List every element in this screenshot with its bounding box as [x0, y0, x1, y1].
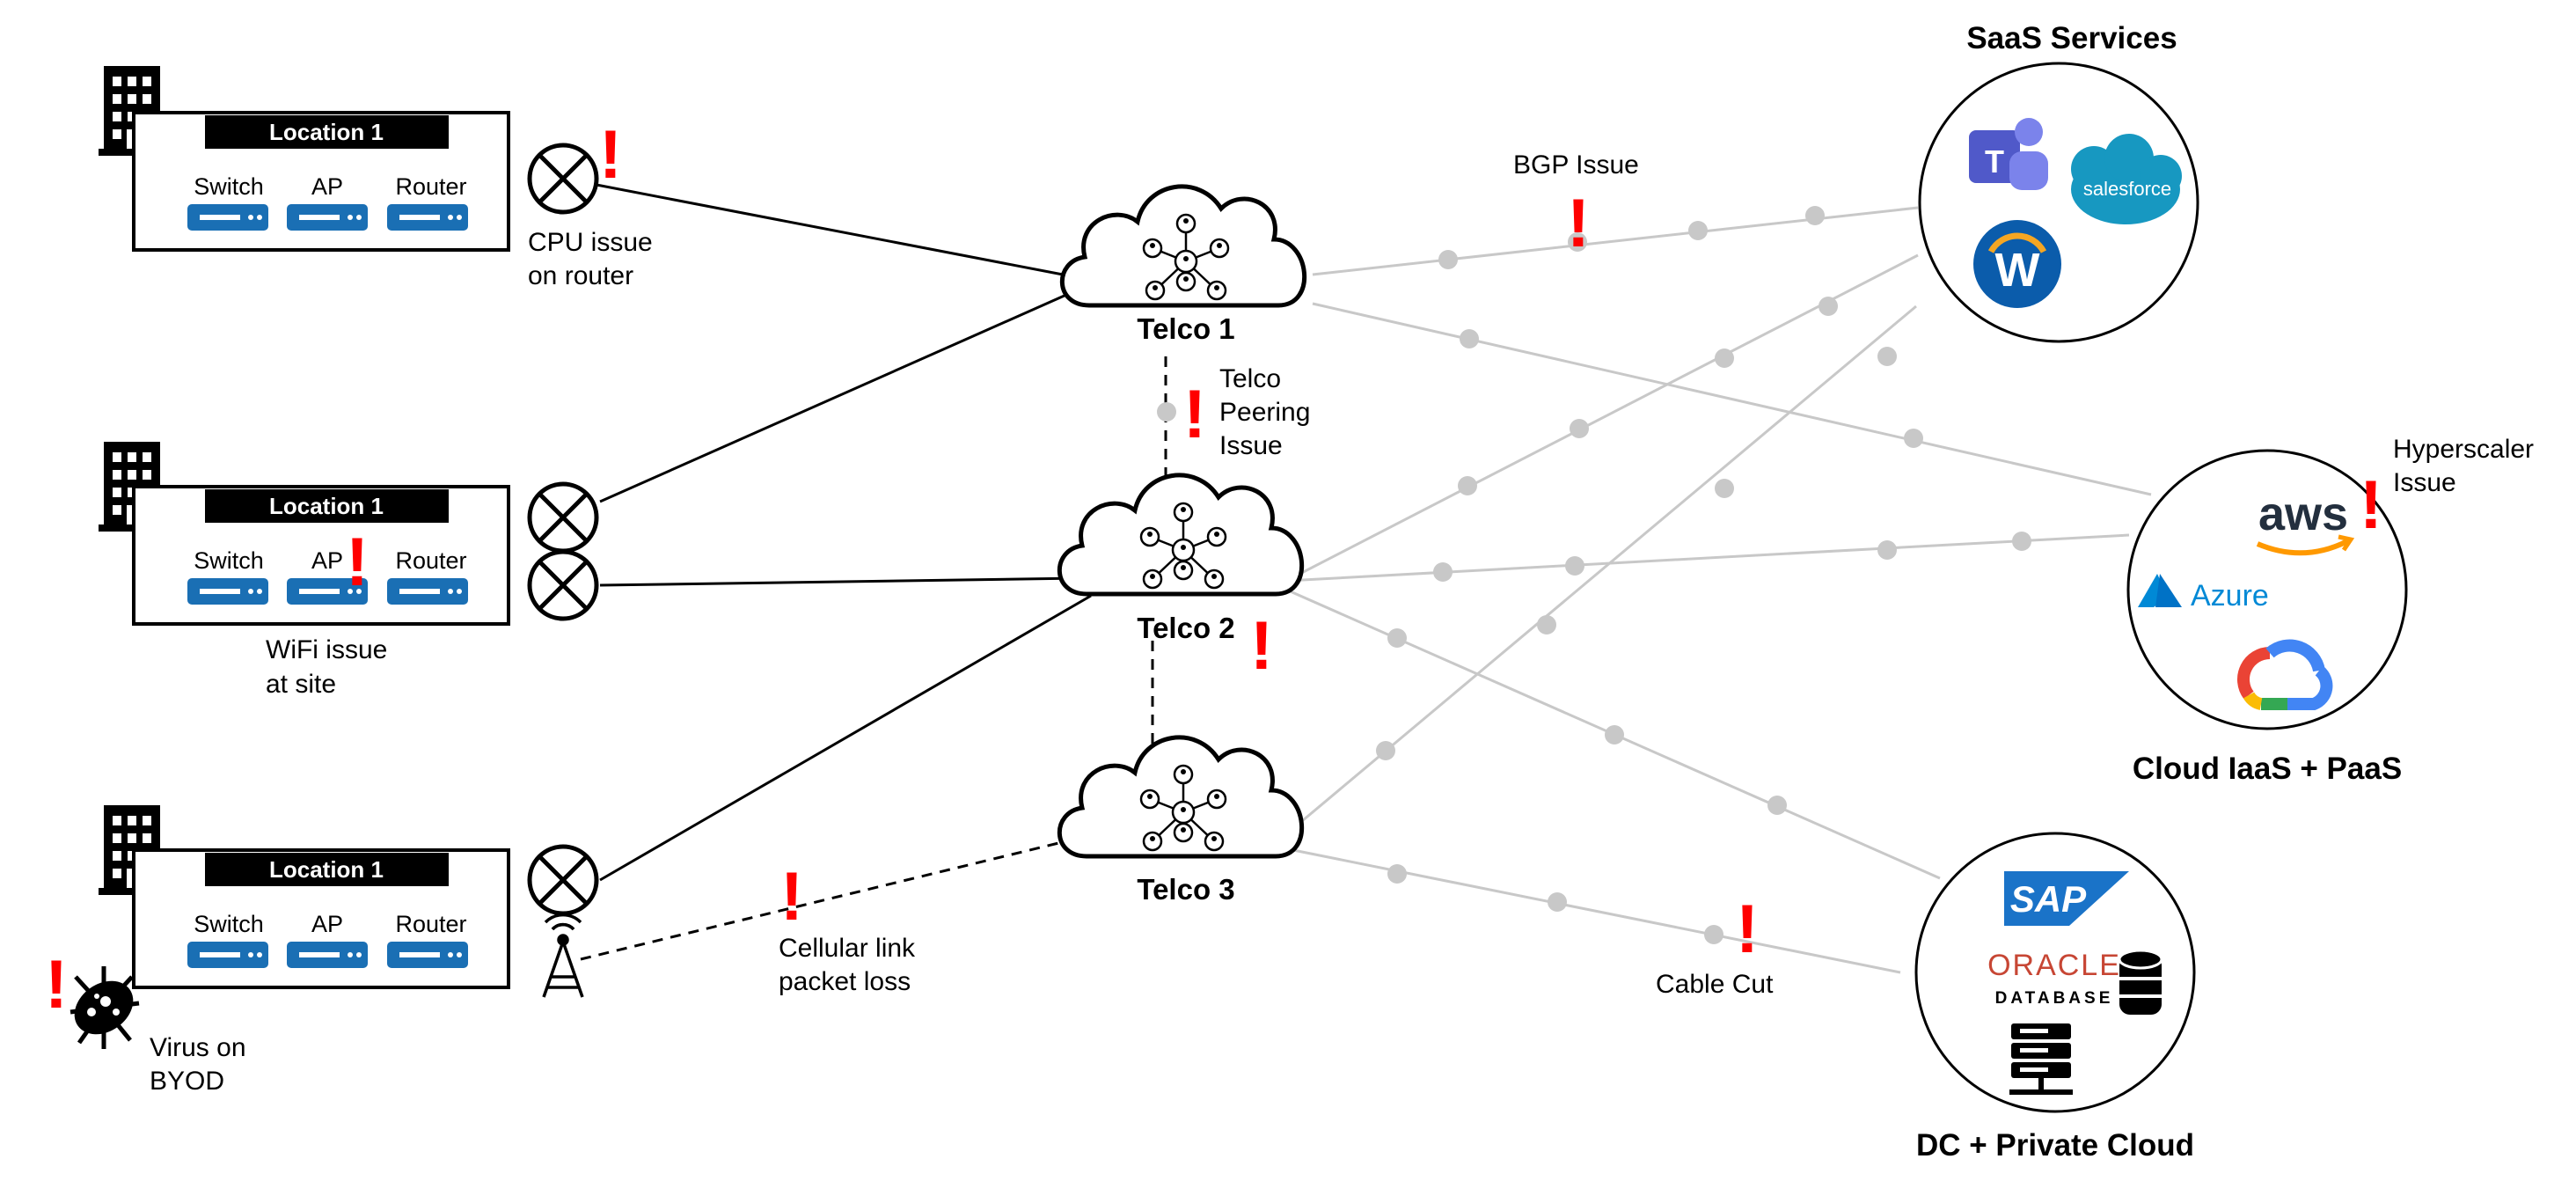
telco-label: Telco 1: [1137, 312, 1234, 345]
site-3: Location 1 Switch AP Router: [99, 805, 510, 989]
virus-icon: [70, 966, 140, 1049]
link-site1-telco1: [596, 183, 1064, 276]
server-rack-icon: [2009, 1023, 2073, 1095]
telco-cloud-icon: [1059, 737, 1301, 856]
svg-text:ORACLE: ORACLE: [1987, 949, 2121, 982]
aws-logo: aws: [2256, 488, 2355, 556]
location-title-bar: [205, 489, 449, 523]
alert-icon: !: [1567, 184, 1590, 261]
telco-label: Telco 3: [1137, 873, 1234, 906]
workday-logo: W: [1973, 220, 2061, 308]
location-title-bar: [205, 853, 449, 886]
svg-text:Azure: Azure: [2191, 579, 2269, 613]
alert-icon: !: [2360, 466, 2382, 543]
wan-port-icon: [530, 145, 596, 212]
dc-title: DC + Private Cloud: [1916, 1128, 2194, 1163]
hyperscaler-issue-label-2: Issue: [2393, 468, 2456, 497]
wifi-issue-label-2: at site: [266, 670, 336, 699]
dc-circle: [1914, 832, 2196, 1113]
bgp-issue-label: BGP Issue: [1513, 150, 1639, 180]
cpu-issue-label-2: on router: [528, 261, 633, 290]
link-dots: [1157, 206, 2031, 944]
wifi-issue-label: WiFi issue: [266, 635, 387, 664]
alert-icon: !: [1183, 375, 1206, 452]
teams-icon: T: [1969, 118, 2048, 190]
oracle-database-logo: ORACLE DATABASE: [1987, 949, 2121, 1008]
ap-label: AP: [311, 547, 343, 574]
cpu-issue-label: CPU issue: [528, 228, 653, 257]
location-title-bar: [205, 115, 449, 149]
switch-label: Switch: [194, 911, 264, 937]
link-site1-telco1-b: [599, 293, 1067, 503]
router-label: Router: [395, 547, 466, 574]
switch-icon: [187, 578, 268, 605]
wan-port-icon: [530, 552, 596, 619]
cell-tower-icon: [542, 913, 584, 998]
telco-cloud-icon: [1062, 187, 1304, 305]
hyperscaler-issue-label: Hyperscaler: [2393, 435, 2534, 464]
cellular-issue-label: Cellular link: [779, 934, 916, 963]
link-site3-telco2: [599, 594, 1092, 882]
switch-label: Switch: [194, 547, 264, 574]
wan-port-icon: [530, 484, 596, 551]
alert-icon: !: [780, 857, 803, 935]
svg-text:aws: aws: [2258, 488, 2348, 540]
svg-text:W: W: [1995, 244, 2040, 297]
alert-icon: !: [599, 115, 622, 193]
ap-icon: [287, 204, 368, 231]
peering-issue-label-3: Issue: [1219, 431, 1283, 460]
site-1: Location 1 Switch AP Router: [99, 66, 510, 252]
svg-text:salesforce: salesforce: [2083, 178, 2171, 200]
database-icon: [2118, 949, 2163, 1015]
cellular-issue-label-2: packet loss: [779, 967, 911, 996]
azure-logo: Azure: [2138, 574, 2269, 613]
ap-label: AP: [311, 173, 343, 200]
link-site2-telco2: [599, 576, 1081, 587]
location-title: Location 1: [269, 856, 384, 883]
alert-icon: !: [45, 945, 68, 1023]
svg-text:T: T: [1985, 143, 2004, 180]
ap-icon: [287, 942, 368, 968]
cloud-circle: [2126, 449, 2408, 730]
saas-title: SaaS Services: [1966, 21, 2177, 55]
cloud-title: Cloud IaaS + PaaS: [2133, 752, 2402, 786]
cable-cut-label: Cable Cut: [1656, 970, 1774, 999]
salesforce-logo: salesforce: [2071, 134, 2182, 224]
virus-label-2: BYOD: [150, 1067, 224, 1096]
link-cellular-telco3: [580, 836, 1081, 961]
switch-label: Switch: [194, 173, 264, 200]
switch-icon: [187, 204, 268, 231]
router-icon: [387, 578, 468, 605]
telco-label: Telco 2: [1137, 612, 1234, 644]
virus-label: Virus on: [150, 1033, 246, 1062]
google-cloud-icon: [2237, 639, 2333, 710]
sap-logo: SAP: [2004, 871, 2129, 926]
issue-markers: ! ! ! ! ! ! ! ! !: [45, 115, 2382, 1023]
location-title: Location 1: [269, 119, 384, 145]
switch-icon: [187, 942, 268, 968]
svg-text:DATABASE: DATABASE: [1995, 989, 2114, 1008]
site-2: Location 1 Switch AP Router: [99, 442, 510, 626]
router-label: Router: [395, 173, 466, 200]
ap-label: AP: [311, 911, 343, 937]
svg-text:SAP: SAP: [2010, 878, 2087, 920]
telco-cloud-icon: [1059, 475, 1301, 594]
peering-issue-label-2: Peering: [1219, 398, 1310, 427]
wan-port-icon: [530, 847, 596, 913]
alert-icon: !: [346, 523, 369, 600]
router-icon: [387, 204, 468, 231]
location-title: Location 1: [269, 493, 384, 519]
peering-issue-label: Telco: [1219, 364, 1281, 393]
router-icon: [387, 942, 468, 968]
alert-icon: !: [1250, 606, 1273, 684]
router-label: Router: [395, 911, 466, 937]
alert-icon: !: [1736, 890, 1759, 967]
